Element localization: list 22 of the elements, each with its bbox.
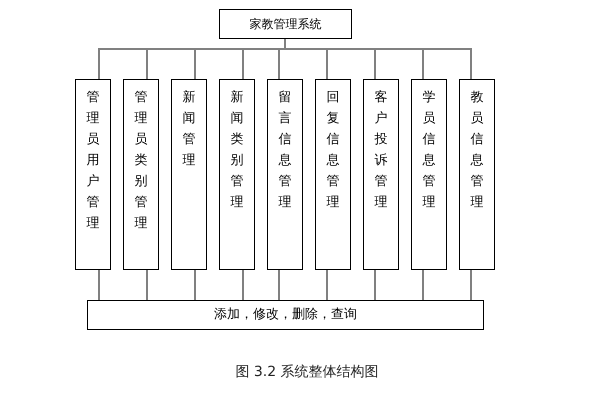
module-box: 新闻管理 — [171, 79, 207, 270]
connector-line — [194, 270, 196, 300]
module-box: 客户投诉管理 — [363, 79, 399, 270]
connector-line — [284, 39, 472, 79]
connector-line — [470, 270, 472, 300]
module-box: 学员信息管理 — [411, 79, 447, 270]
connector-line — [374, 270, 376, 300]
module-box: 管理员用户管理 — [75, 79, 111, 270]
figure-caption: 图 3.2 系统整体结构图 — [235, 363, 379, 381]
module-box: 管理员类别管理 — [123, 79, 159, 270]
connector-line — [278, 270, 280, 300]
operations-box: 添加，修改，删除，查询 — [87, 300, 484, 330]
module-box: 教员信息管理 — [459, 79, 495, 270]
root-box: 家教管理系统 — [219, 9, 352, 39]
connector-line — [242, 270, 244, 300]
connector-line — [146, 270, 148, 300]
connector-line — [98, 270, 100, 300]
module-box: 留言信息管理 — [267, 79, 303, 270]
connector-line — [326, 270, 328, 300]
module-box: 新闻类别管理 — [219, 79, 255, 270]
module-box: 回复信息管理 — [315, 79, 351, 270]
connector-line — [422, 270, 424, 300]
